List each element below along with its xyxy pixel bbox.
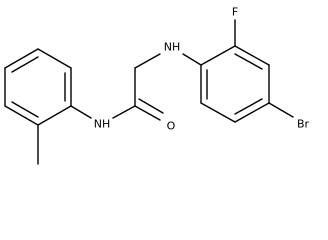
double-bond-inner xyxy=(11,56,39,73)
bromofluorophenyl-ring xyxy=(200,45,270,123)
fluorine-label: F xyxy=(232,6,238,19)
carbonyl-bond xyxy=(134,105,161,121)
bond xyxy=(112,105,136,119)
bond xyxy=(134,53,161,69)
bond xyxy=(234,102,270,123)
bromo-bond xyxy=(268,102,294,118)
bond xyxy=(70,105,92,119)
molecule-svg: F NH NH O Br xyxy=(4,6,310,165)
bond xyxy=(200,45,236,66)
amine-nh-label: NH xyxy=(164,41,181,54)
bond xyxy=(200,102,236,123)
tolyl-ring xyxy=(4,48,72,126)
double-bond-inner xyxy=(234,53,263,70)
oxygen-label: O xyxy=(167,120,176,133)
structure-diagram: F NH NH O Br xyxy=(4,5,310,165)
bond xyxy=(182,53,202,66)
bond xyxy=(234,45,270,66)
bond xyxy=(4,48,39,69)
double-bond-inner xyxy=(11,101,39,118)
bond xyxy=(37,48,72,69)
double-bond-inner xyxy=(234,98,263,115)
bromine-label: Br xyxy=(297,118,310,131)
carbonyl-bond-inner xyxy=(138,98,164,114)
amide-nh-label: NH xyxy=(94,118,111,131)
bond xyxy=(37,105,72,126)
bond xyxy=(4,105,39,126)
